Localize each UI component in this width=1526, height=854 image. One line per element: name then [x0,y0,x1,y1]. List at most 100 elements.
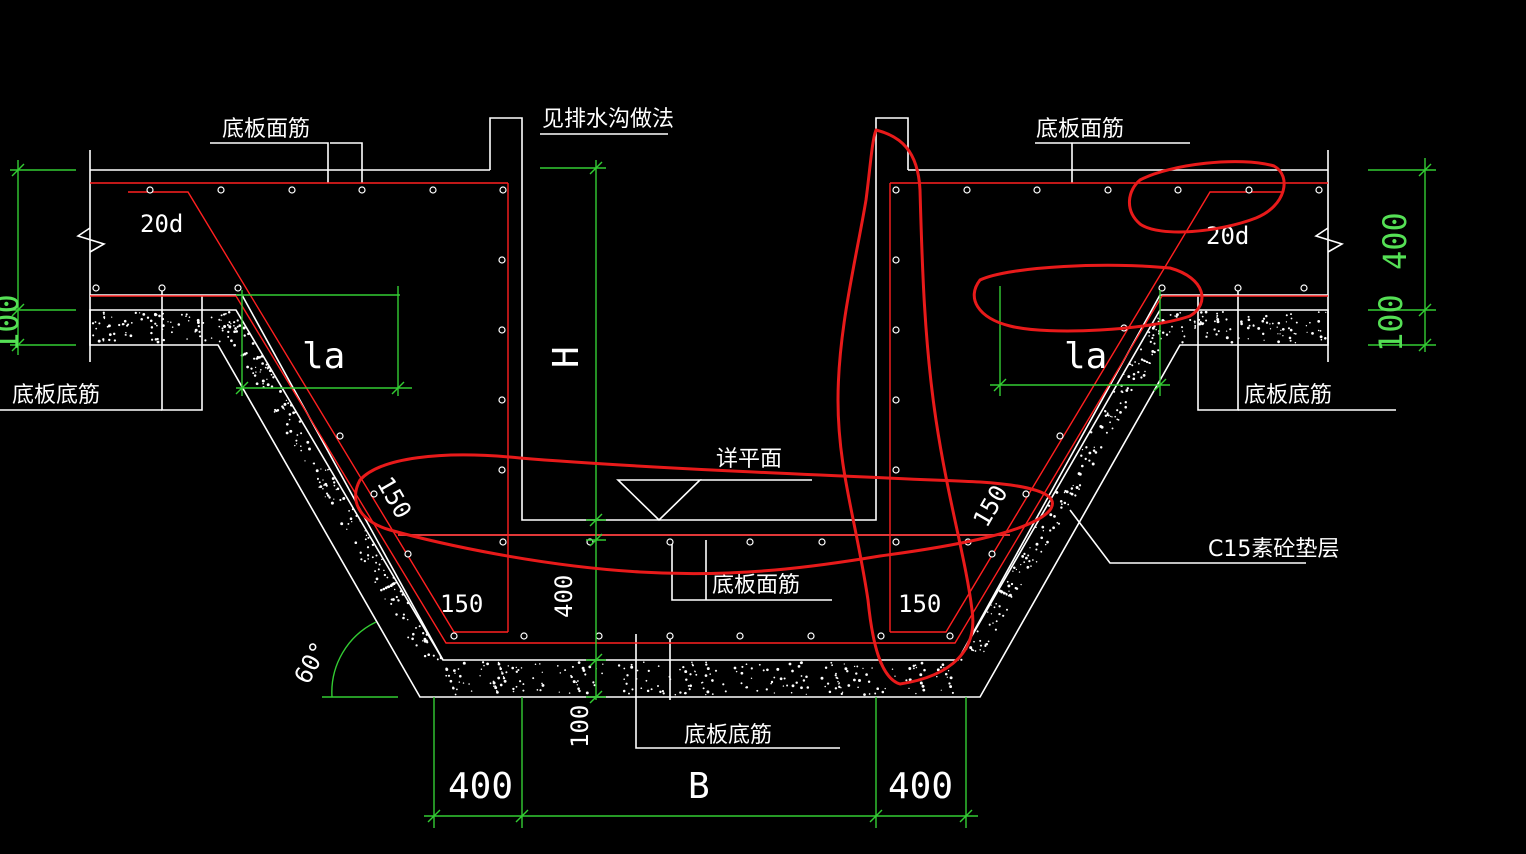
stipple-dot [863,693,866,696]
stipple-dot [270,373,273,376]
stipple-dot [507,665,510,667]
stipple-dot [838,685,841,689]
stipple-dot [1010,595,1013,598]
dim-offset-left-slope: 150 [371,472,417,524]
stipple-dot [1174,315,1176,317]
stipple-dot [1153,342,1156,345]
stipple-dot [1035,526,1037,529]
stipple-dot [328,468,330,470]
stipple-dot [273,411,276,413]
stipple-dot [740,671,744,675]
stipple-dot [225,312,227,315]
stipple-dot [745,686,747,689]
stipple-dot [884,687,886,690]
stipple-dot [1005,593,1008,596]
rebar-dots [92,186,1323,640]
stipple-dot [210,337,213,339]
stipple-dot [492,681,496,685]
stipple-dot [1320,338,1323,341]
stipple-dot [236,325,239,328]
stipple-dot [1008,590,1010,592]
stipple-dot [255,382,259,386]
stipple-dot [979,644,983,647]
stipple-dot [558,691,560,693]
rebar-dot [92,284,100,292]
stipple-dot [701,681,704,684]
stipple-dot [512,687,515,691]
stipple-dot [1141,359,1144,361]
stipple-dot [287,402,290,405]
stipple-dot [220,314,223,317]
stipple-dot [1290,317,1293,320]
stipple-dot [351,521,353,523]
stipple-dot [512,690,515,693]
stipple-dot [1221,310,1224,314]
stipple-dot [1028,560,1031,563]
stipple-dot [348,510,350,512]
stipple-dot [107,324,111,328]
rebar-dot [1033,186,1041,194]
stipple-dot [363,559,367,563]
stipple-dot [1189,318,1192,322]
stipple-dot [1269,328,1272,330]
rebar-dot [818,538,826,546]
stipple-dot [1092,449,1096,452]
stipple-dot [458,681,461,683]
rebar-dot [892,186,900,194]
stipple-dot [150,331,153,335]
stipple-dot [320,468,322,470]
stipple-dot [984,643,986,645]
stipple-dot [1280,329,1282,332]
stipple-dot [979,649,981,651]
stipple-dot [630,665,634,669]
stipple-dot [327,468,329,471]
stipple-dot [985,643,989,646]
stipple-dot [522,683,525,686]
stipple-dot [1139,348,1143,351]
stipple-dot [162,338,166,342]
stipple-dot [387,585,391,589]
stipple-dot [1246,326,1250,330]
stipple-dot [154,338,158,341]
stipple-dot [1157,320,1160,323]
stipple-dot [103,316,106,319]
stipple-dot [295,443,298,445]
stipple-dot [1065,490,1069,494]
stipple-dot [186,338,188,340]
stipple-dot [1277,340,1280,344]
stipple-dot [1277,321,1281,325]
stipple-dot [266,378,268,380]
stipple-dot [1311,332,1314,335]
stipple-dot [374,581,377,583]
stipple-dot [1257,326,1261,330]
rebar-dot [666,632,674,640]
stipple-dot [317,477,319,480]
stipple-dot [1285,314,1288,317]
stipple-dot [1152,334,1155,337]
stipple-dot [1120,390,1123,393]
stipple-dot [1217,330,1220,333]
stipple-dot [499,667,502,671]
rebar-dot [1056,432,1064,440]
stipple-dot [1047,504,1051,507]
stipple-dot [556,665,559,667]
stipple-dot [908,678,912,682]
rebar-dot [892,396,900,404]
rebar-dot [807,632,815,640]
stipple-dot [259,371,261,373]
stipple-dot [868,693,871,695]
stipple-dot [515,666,517,669]
stipple-dot [1010,582,1014,586]
stipple-dot [824,666,828,669]
stipple-dot [127,323,130,326]
stipple-dot [1198,322,1202,326]
stipple-dot [274,408,277,411]
stipple-dot [1149,340,1152,344]
stipple-dot [522,689,525,692]
stipple-dot [853,665,856,668]
stipple-dot [511,666,515,670]
stipple-dot [486,662,489,666]
stipple-dot [572,680,576,684]
stipple-dot [153,312,157,316]
stipple-dot [254,366,257,369]
